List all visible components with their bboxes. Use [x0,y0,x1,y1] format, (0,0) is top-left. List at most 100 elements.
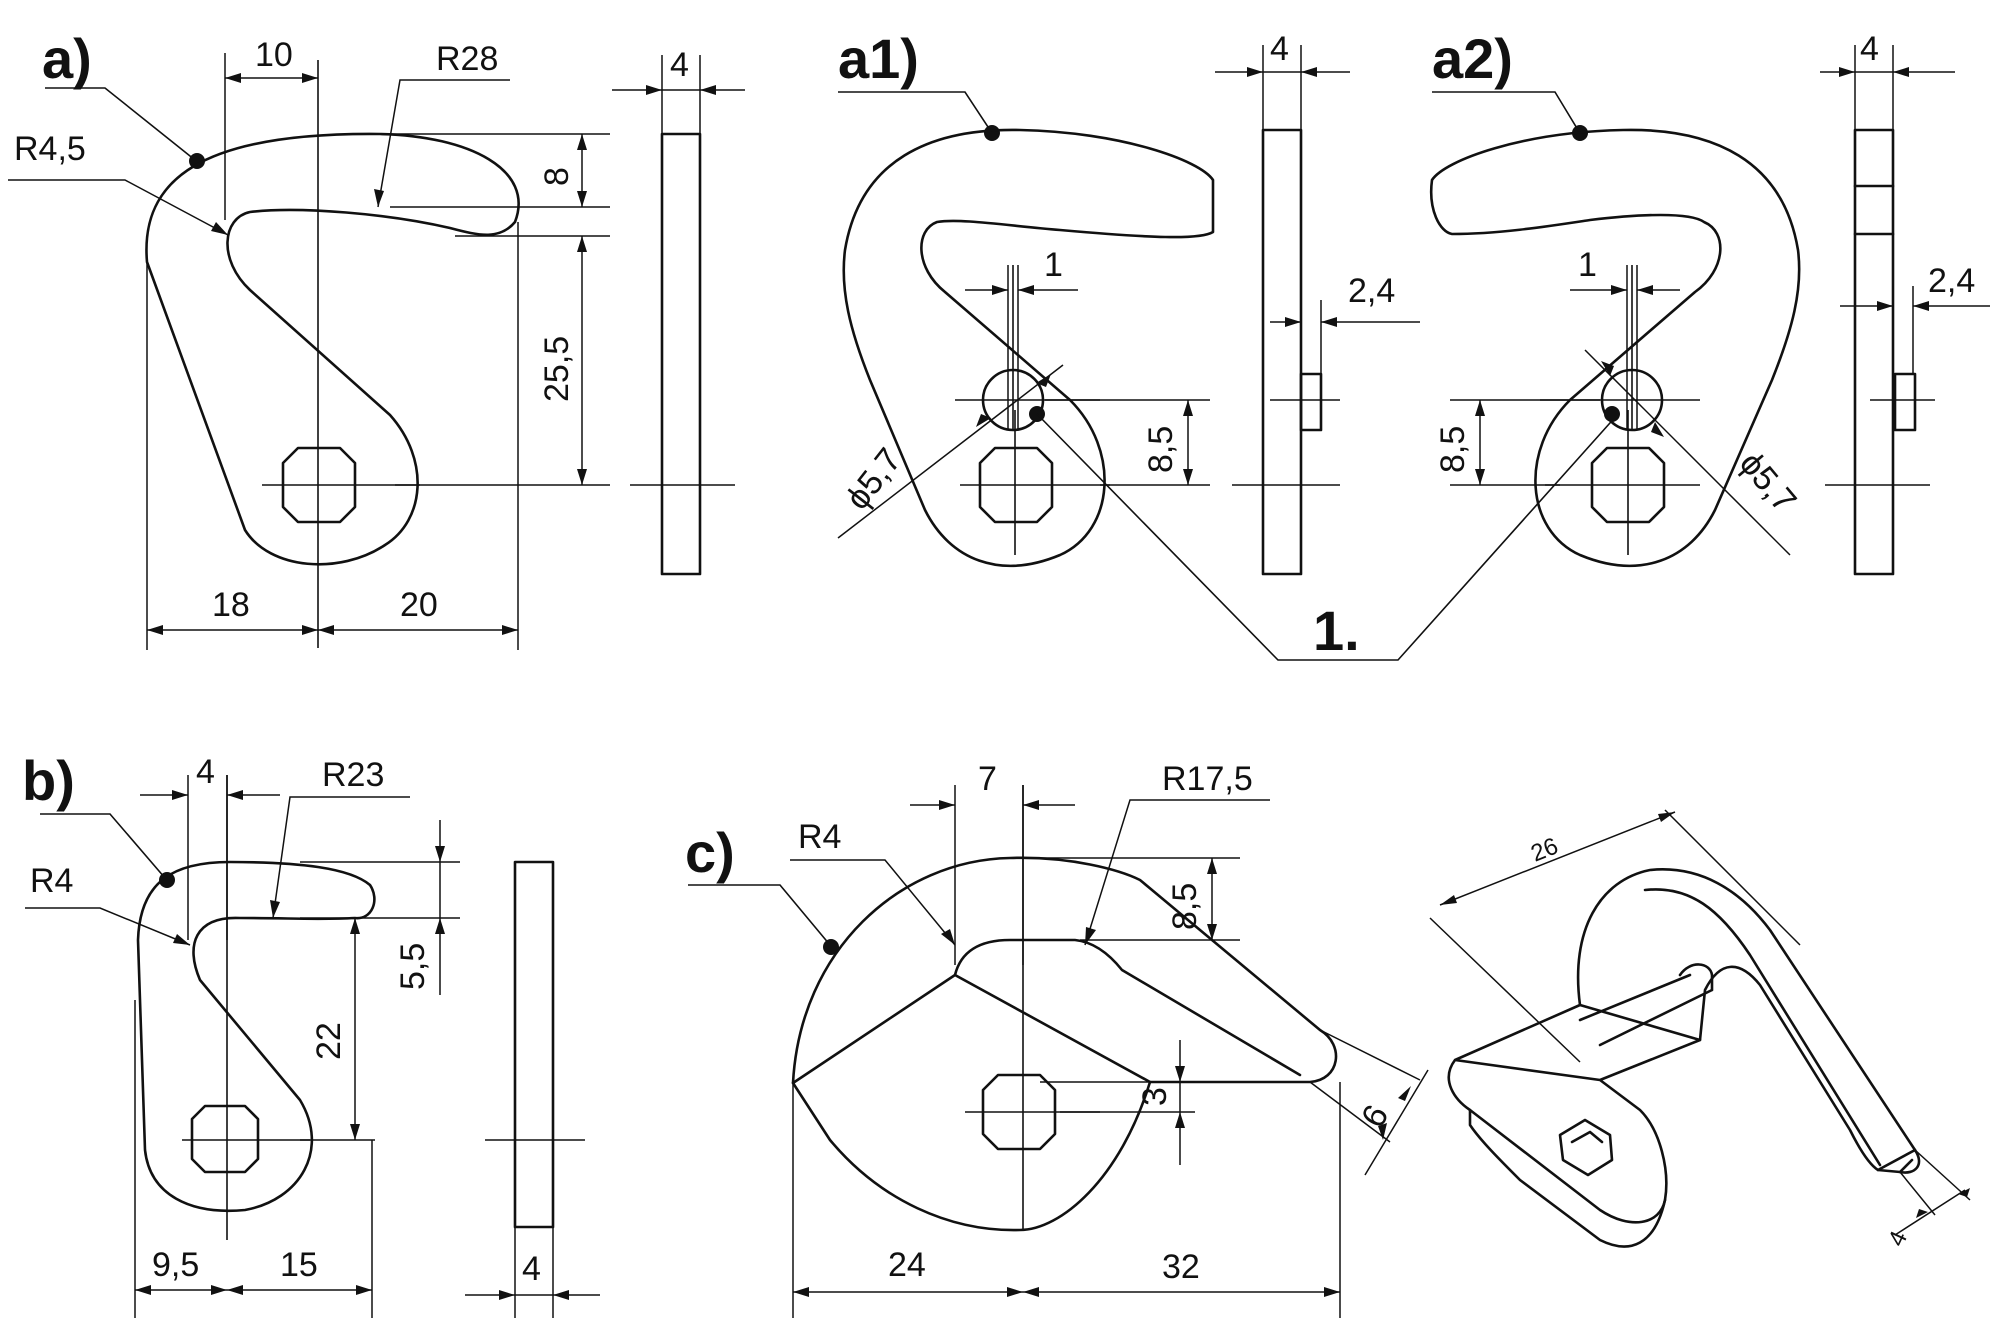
dim-line-a2-d57 [1584,349,1791,556]
dim-lines-side-b [465,1227,600,1318]
dim-c-r175: R17,5 [1162,760,1253,798]
iso-pin [1578,963,1714,1047]
dim-lines-c-bottom [792,1082,1341,1318]
dim-side-a1-24: 2,4 [1348,272,1395,310]
dim-arrows-side-b [499,1290,569,1300]
dim-side-a-4: 4 [670,46,689,84]
leader-a2 [1432,91,1579,131]
dim-lines-c-6 [1309,1029,1429,1176]
side-view-a2: 4 2,4 [1820,30,1990,576]
dim-a-20: 20 [400,586,438,624]
dim-line-a-r28 [377,79,510,208]
leader-b [40,813,166,879]
dim-line-a-r45 [8,179,229,236]
dim-a2-1: 1 [1578,246,1597,284]
centerlines-c [965,785,1100,1230]
dim-arrows-c-6 [1378,1086,1411,1140]
dim-c-r4: R4 [798,818,841,856]
dim-lines-c-3 [1040,1040,1195,1165]
part-b-outline [136,860,376,1213]
dim-a-r28: R28 [436,40,498,78]
side-a1-pin [1299,372,1323,432]
dim-arrow-a-r28 [374,189,384,207]
dim-side-a2-4: 4 [1860,30,1879,68]
dim-c-24: 24 [888,1246,926,1284]
part-c-inner-edge [791,938,1302,1085]
side-a2-steps [1853,184,1895,236]
side-a1-rect [1261,128,1303,576]
dim-a-r45: R4,5 [14,130,86,168]
dim-side-a1-4: 4 [1270,30,1289,68]
dim-line-a1-d57 [837,364,1064,539]
dim-a1-d57: ϕ5,7 [838,441,909,517]
side-a2-rect [1853,128,1895,576]
dim-c-7: 7 [978,760,997,798]
leader-dot-b [159,872,175,888]
leader-dot-c [823,939,839,955]
part-a2-hex-hole [1590,446,1666,524]
dim-lines-iso-26 [1429,809,1801,1063]
dim-line-c-r175 [1084,799,1270,946]
iso-outline [1576,868,1921,1174]
isometric-view: 26 4 [1429,809,1971,1251]
dim-arrows-side-a1-24 [1285,317,1337,327]
dim-c-85: 8,5 [1166,883,1204,930]
dim-arrows-a-vertical [577,134,587,485]
dim-lines-b-bottom [134,1000,373,1318]
iso-hub [1447,1003,1702,1224]
side-view-b: 4 [465,860,600,1318]
ext-lines-a-bottom [146,222,519,650]
dim-b-r23: R23 [322,756,384,794]
side-view-a1: 4 2,4 [1215,30,1420,576]
dim-line-c-r4 [790,859,956,946]
leader-c [688,884,831,946]
side-a1-centerlines [1232,399,1340,486]
part-c-hex-hole [981,1073,1057,1151]
dim-lines-a2-1 [1570,265,1680,430]
dim-lines-side-a2-24 [1840,286,1990,374]
view-a2: a2) 1 ϕ5,7 8,5 [1429,27,1804,568]
dim-arrows-side-a [646,85,716,95]
view-b: b) 4 R23 R4 5,5 22 9,5 15 [22,749,460,1318]
centerlines-a2 [1540,265,1700,555]
part-a2-outline [1429,128,1801,568]
dim-arrow-c-r4 [941,929,955,945]
dim-arrows-a-bottom [147,625,518,635]
dim-arrows-side-a2-24 [1877,301,1929,311]
dim-side-b-4: 4 [522,1250,541,1288]
dim-arrow-a-r45 [211,222,228,235]
dim-a-10: 10 [255,36,293,74]
dim-side-a2-24: 2,4 [1928,262,1975,300]
leader-dot-a [189,153,205,169]
iso-hub-side [1468,1108,1667,1248]
dim-lines-a2-85 [1450,399,1600,486]
part-a-outline [145,132,520,566]
side-a2-centerlines [1825,399,1935,486]
iso-lever-end [1876,1148,1917,1174]
dim-line-b-r23 [272,796,410,919]
side-b-rect [513,860,555,1229]
dim-c-3: 3 [1136,1087,1174,1106]
dim-a-18: 18 [212,586,250,624]
dim-arrows-side-a2-4 [1839,67,1909,77]
leader-a1 [838,91,991,131]
view-a1: a1) 1 ϕ5,7 8,5 [837,27,1215,568]
dim-iso-26: 26 [1527,833,1562,868]
dim-b-r4: R4 [30,862,73,900]
iso-lever-edge [1643,888,1882,1167]
dim-a2-85: 8,5 [1434,426,1472,473]
dim-arrows-iso-4 [1916,1188,1970,1218]
dim-a-255: 25,5 [538,336,576,402]
view-c: c) 7 R17,5 R4 8,5 3 6 24 32 [685,760,1429,1318]
dim-lines-c-7 [910,785,1075,965]
iso-hex-hole [1558,1118,1614,1177]
dim-arrow-c-r175 [1085,927,1096,945]
view-a: a) 10 R28 R4,5 8 25,5 18 20 [8,27,610,650]
part-c-fold [953,973,1152,1084]
side-view-a: 4 [612,46,745,576]
dim-arrow-b-r23 [270,900,280,918]
dim-iso-4: 4 [1883,1227,1913,1251]
dim-a1-1: 1 [1044,246,1063,284]
part-c-outline [791,856,1338,1232]
